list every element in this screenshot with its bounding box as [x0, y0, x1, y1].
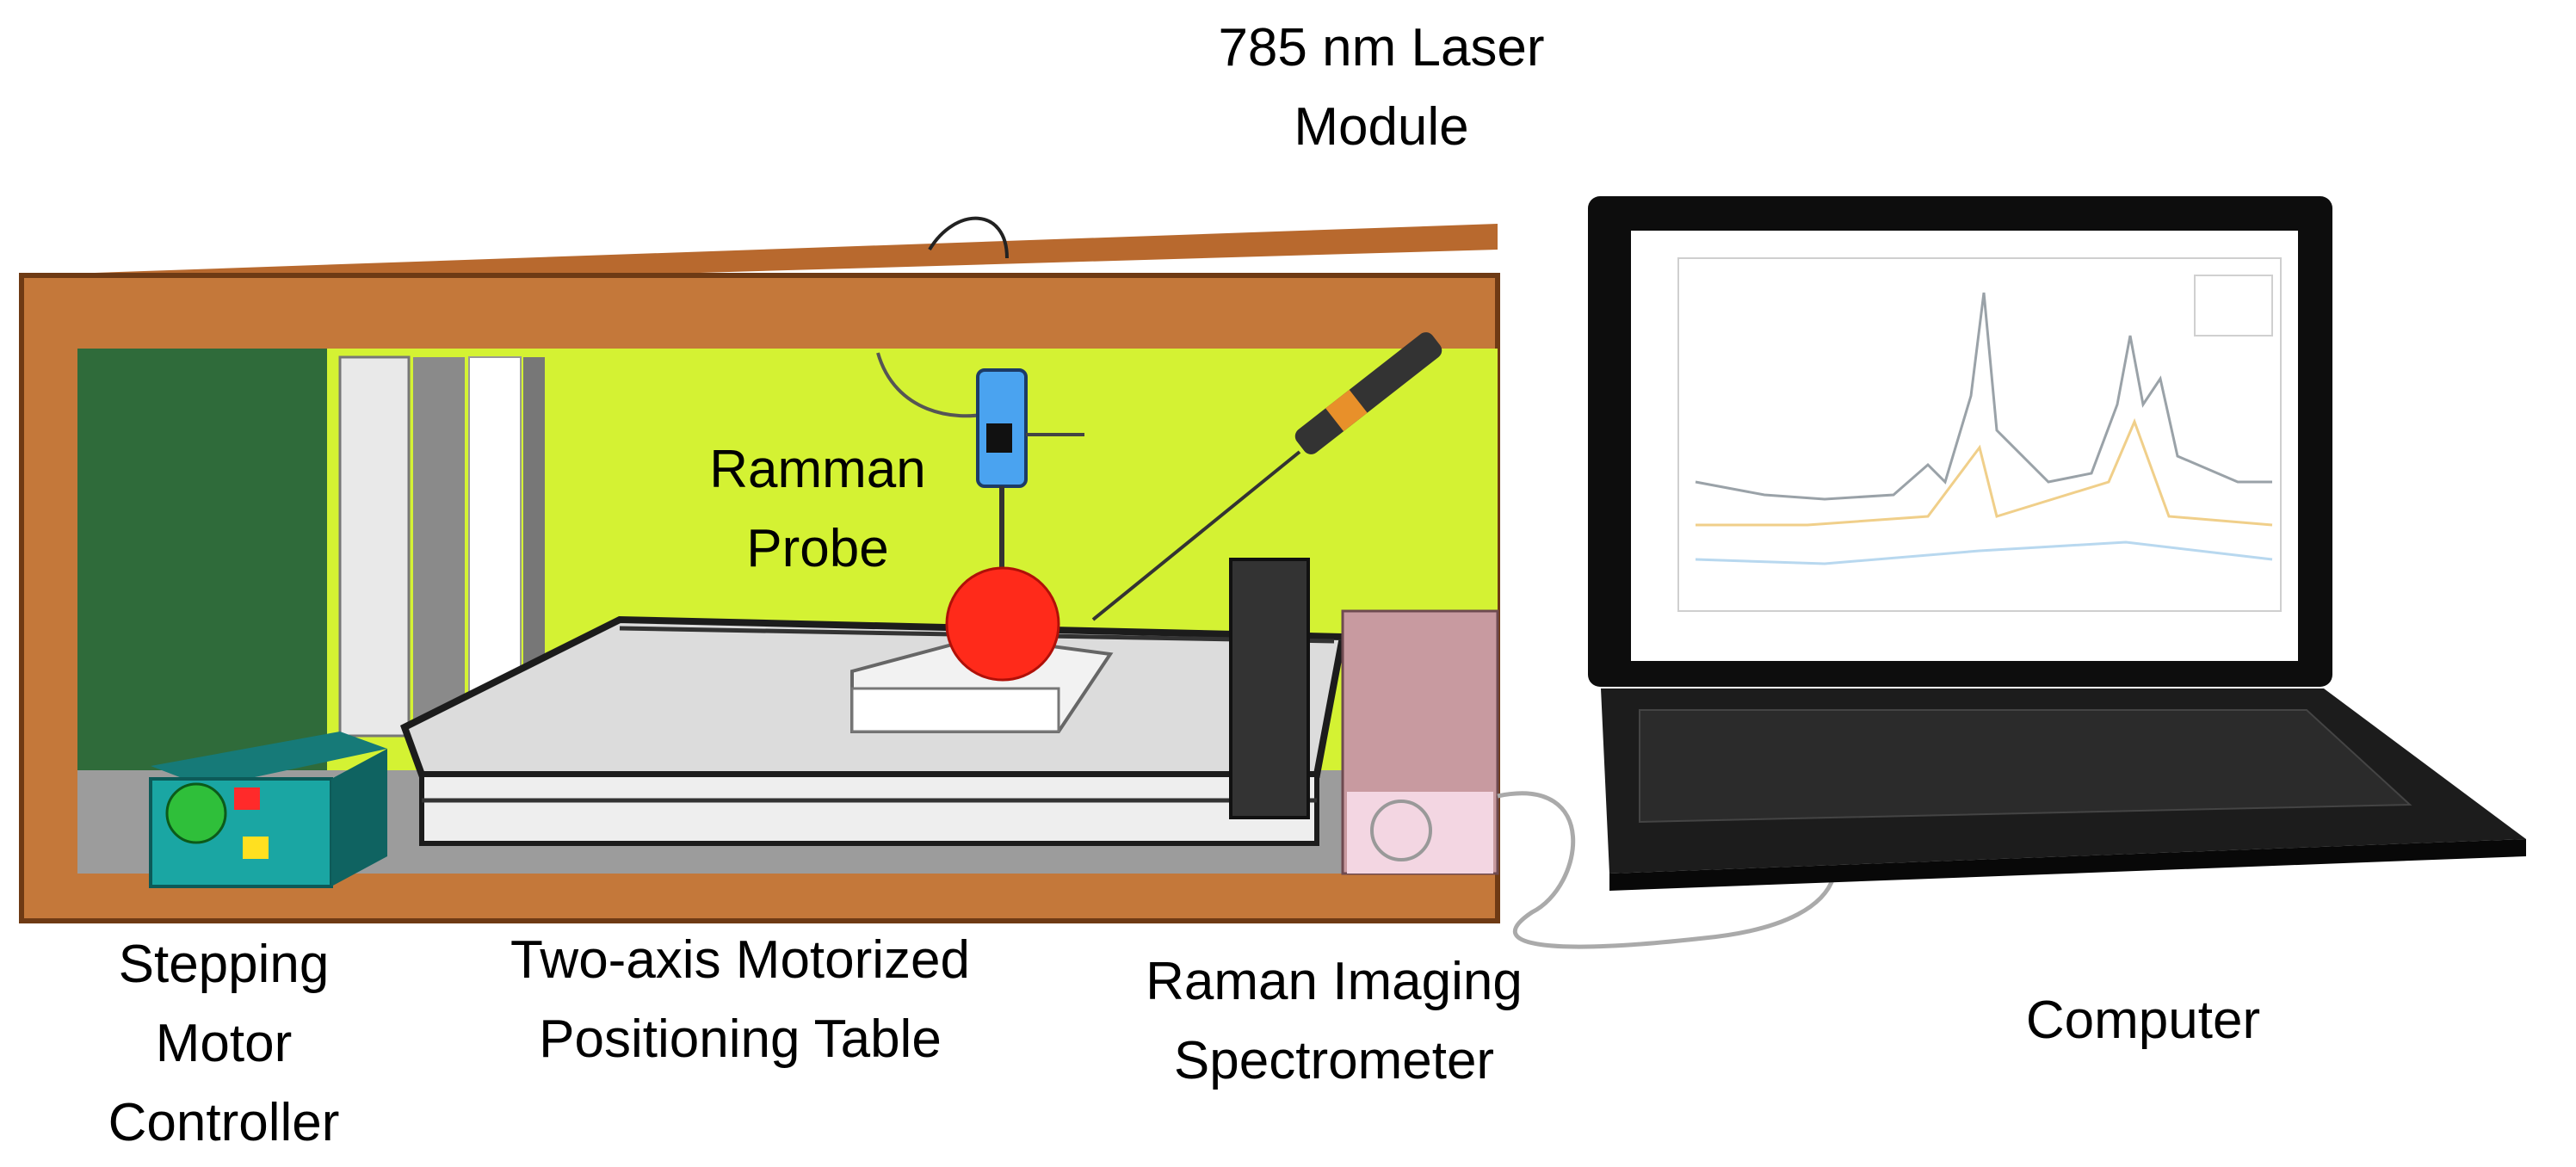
laptop-screen [1631, 231, 2298, 661]
sample-platform-front [850, 687, 1060, 733]
usb-cable [1497, 791, 1836, 949]
table-base [419, 772, 1319, 846]
motor-right [1229, 558, 1310, 819]
label-probe-line-2: Probe [746, 519, 889, 578]
label-positioning-table: Two-axis Motorized Positioning Table [448, 921, 1033, 1079]
spectrum-line-1 [1695, 292, 2272, 501]
spectrometer-port [1347, 792, 1493, 874]
probe-window [986, 423, 1012, 453]
label-laser-module: 785 nm Laser Module [1166, 9, 1597, 167]
laptop-graphic [1588, 196, 2526, 891]
spectrometer-cable-coil [1370, 800, 1432, 861]
spectrum-line-3 [1695, 540, 2273, 565]
controller-top [151, 732, 387, 787]
laptop-front-edge [1609, 839, 2526, 891]
spectrum-line-2 [1696, 417, 2273, 527]
laptop-keyboard [1639, 709, 2412, 824]
label-probe-line-1: Ramman [709, 440, 926, 499]
laser-module-graphic [928, 216, 1442, 621]
label-table-line-1: Two-axis Motorized [510, 930, 971, 990]
label-laser-line-2: Module [1294, 97, 1469, 157]
spectrometer-graphic [1341, 609, 1836, 949]
label-table-line-2: Positioning Table [539, 1010, 942, 1069]
laser-band [1325, 389, 1368, 432]
laser-cable [928, 216, 1009, 259]
label-spectrometer-line-2: Spectrometer [1173, 1031, 1495, 1090]
plot-legend [2194, 275, 2273, 337]
sample-fruit [945, 566, 1060, 682]
label-raman-probe: Ramman Probe [680, 430, 955, 589]
label-laser-line-1: 785 nm Laser [1218, 18, 1545, 77]
controller-graphic [149, 732, 387, 888]
label-controller-line-3: Controller [108, 1093, 340, 1152]
laser-fiber [1091, 450, 1301, 621]
controller-side [331, 749, 387, 886]
controller-red-button [234, 787, 260, 810]
label-controller-line-2: Motor [155, 1014, 293, 1073]
controller-green-button [165, 782, 227, 844]
rail-column-2 [413, 357, 465, 736]
controller-yellow-button [243, 837, 269, 859]
label-computer: Computer [1962, 981, 2324, 1060]
label-stepping-motor-controller: Stepping Motor Controller [69, 925, 379, 1163]
rail-column-1 [338, 355, 411, 738]
raman-probe-graphic [876, 352, 1084, 682]
label-computer-line-1: Computer [2025, 991, 2261, 1050]
plot-frame [1677, 257, 2282, 612]
laser-body [1294, 332, 1442, 454]
label-spectrometer-line-1: Raman Imaging [1146, 952, 1523, 1011]
label-raman-imaging-spectrometer: Raman Imaging Spectrometer [1110, 942, 1558, 1101]
label-controller-line-1: Stepping [118, 935, 330, 994]
